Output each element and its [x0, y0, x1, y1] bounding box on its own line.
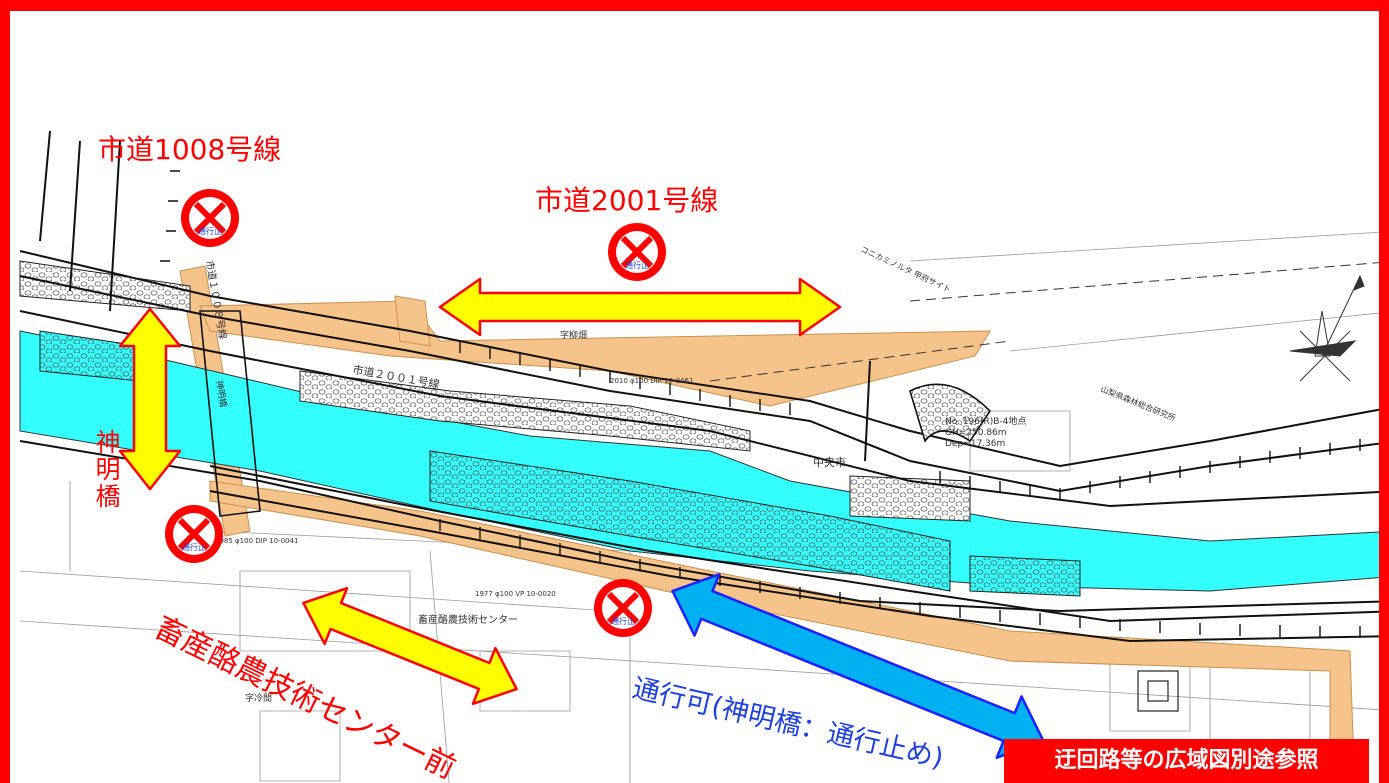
arrow-center [302, 586, 518, 706]
north-arrow-icon [1289, 274, 1365, 382]
closure-sign-text: 通行止 [625, 260, 649, 270]
closure-sign-text: 通行止 [182, 542, 206, 552]
map-text-benchmark-2: GH=250.86m [945, 428, 1007, 438]
no-entry-sign-icon: 通行止 [594, 579, 652, 637]
closure-signs: 通行止 通行止 通行止 通行止 [165, 189, 666, 637]
label-road-1008: 市道1008号線 [98, 133, 282, 166]
map-text-aza-2: 字冷間 [245, 692, 272, 704]
arrow-road-2001 [438, 277, 842, 337]
detour-reference-banner: 迂回路等の広域図別途参照 [1004, 739, 1369, 783]
map-text-center: 畜産酪農技術センター [418, 613, 518, 626]
closure-sign-text: 通行止 [611, 616, 635, 626]
map-text-konica: コニカミノルタ 甲府サイト [859, 244, 953, 295]
map-text-pipe-3: 1985 φ100 DIP 10-0041 [215, 537, 298, 545]
no-entry-sign-icon: 通行止 [608, 223, 666, 281]
map-text-pipe-1: 2010 φ100 DIP 10-0461 [610, 377, 693, 385]
no-entry-sign-icon: 通行止 [181, 189, 239, 247]
map-text-city: 中央市 [813, 455, 846, 469]
map-text-forest: 山梨県森林総合研究所 [1099, 384, 1177, 423]
bank-lines [19, 130, 1379, 643]
label-bridge: 神明橋 [92, 429, 121, 510]
map-text-pipe-2: 1977 φ100 VP 10-0020 [475, 590, 556, 598]
arrow-bridge [118, 307, 182, 491]
dashed-lines [709, 262, 1379, 382]
map-text-aza-1: 字柳畑 [560, 329, 587, 341]
no-entry-sign-icon: 通行止 [165, 505, 223, 563]
bridge-structure [199, 310, 992, 517]
river [19, 330, 1379, 592]
map-text-benchmark-1: No. 196(R)B-4地点 [945, 415, 1026, 427]
label-road-2001: 市道2001号線 [535, 184, 719, 217]
map-text-benchmark-3: Dep=17.36m [945, 439, 1005, 449]
building-symbol [1137, 670, 1179, 712]
site-plan-map: 市道２００１号線 市道１００８号線 神明橋 畜産酪農技術センター 中央市 No.… [19, 130, 1379, 783]
bank-ticks [160, 170, 1361, 638]
closure-sign-text: 通行止 [198, 226, 222, 236]
